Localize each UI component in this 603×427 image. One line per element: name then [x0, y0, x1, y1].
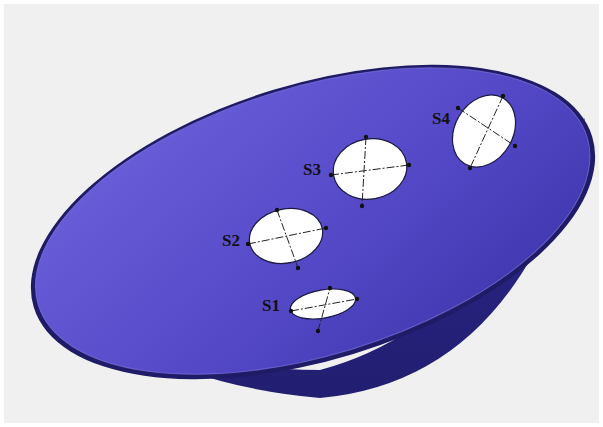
hole [288, 284, 358, 323]
dish-rim [0, 5, 603, 427]
center-line-dots [246, 94, 517, 333]
center-lines [248, 96, 515, 331]
hole [328, 133, 411, 205]
dish-inner [0, 9, 603, 427]
section-label: S4 [432, 110, 450, 127]
hole [244, 202, 328, 270]
section-label: S2 [222, 232, 240, 249]
section-label: S1 [262, 297, 280, 314]
hole [440, 84, 528, 179]
section-label: S3 [303, 161, 321, 178]
